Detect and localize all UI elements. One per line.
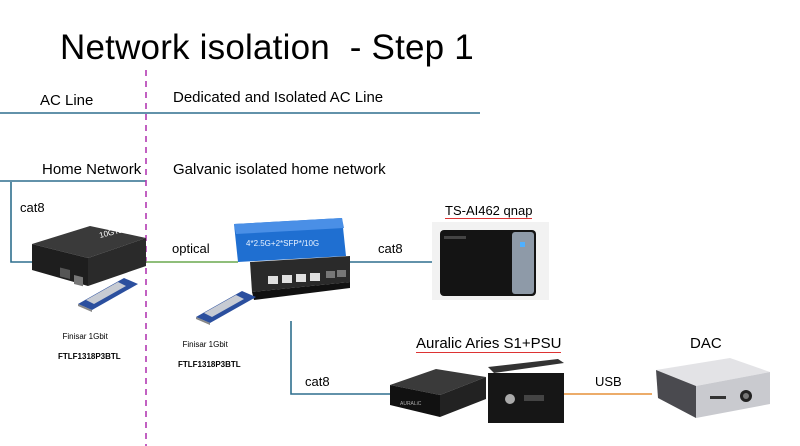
ac-line-label: AC Line — [40, 92, 94, 109]
sfp-left-line1: Finisar 1Gbit — [62, 332, 108, 341]
media-converter-icon: 10GTek — [30, 222, 148, 293]
nas-icon — [432, 222, 549, 305]
usb-label: USB — [595, 374, 622, 389]
nas-label-text: TS-AI462 qnap — [445, 203, 533, 219]
sfp-module-icon — [78, 276, 140, 317]
home-network-label: Home Network — [42, 161, 142, 178]
dedicated-ac-label: Dedicated and Isolated AC Line — [173, 89, 384, 106]
sfp-module-icon-right — [196, 289, 258, 330]
cat8-left-wire — [10, 182, 35, 263]
network-switch-icon: 4*2.5G+2*SFP*/10G — [232, 218, 352, 309]
nas-label: TS-AI462 qnap — [445, 203, 533, 219]
sfp-left-line2: FTLF1318P3BTL — [58, 352, 121, 361]
dac-icon — [650, 352, 772, 427]
cat8-nas-label: cat8 — [378, 241, 403, 256]
sfp-right-line1: Finisar 1Gbit — [182, 340, 228, 349]
cat8-streamer-wire — [290, 321, 390, 395]
optical-label: optical — [172, 241, 210, 256]
streamer-label: Auralic Aries S1+PSU — [416, 335, 562, 353]
svg-text:AURALiC: AURALiC — [400, 401, 422, 407]
page-title: Network isolation - Step 1 — [60, 28, 474, 67]
cat8-streamer-label: cat8 — [305, 374, 330, 389]
switch-model-label: 4*2.5G+2*SFP*/10G — [246, 239, 319, 248]
streamer-icon: AURALiC — [390, 355, 564, 430]
cat8-left-label: cat8 — [20, 200, 45, 215]
streamer-label-text: Auralic Aries S1+PSU — [416, 335, 562, 353]
sfp-right-caption: Finisar 1Gbit FTLF1318P3BTL — [178, 330, 241, 380]
sfp-right-line2: FTLF1318P3BTL — [178, 360, 241, 369]
sfp-left-caption: Finisar 1Gbit FTLF1318P3BTL — [58, 322, 121, 372]
galvanic-network-label: Galvanic isolated home network — [173, 161, 386, 178]
dac-label: DAC — [690, 335, 722, 352]
